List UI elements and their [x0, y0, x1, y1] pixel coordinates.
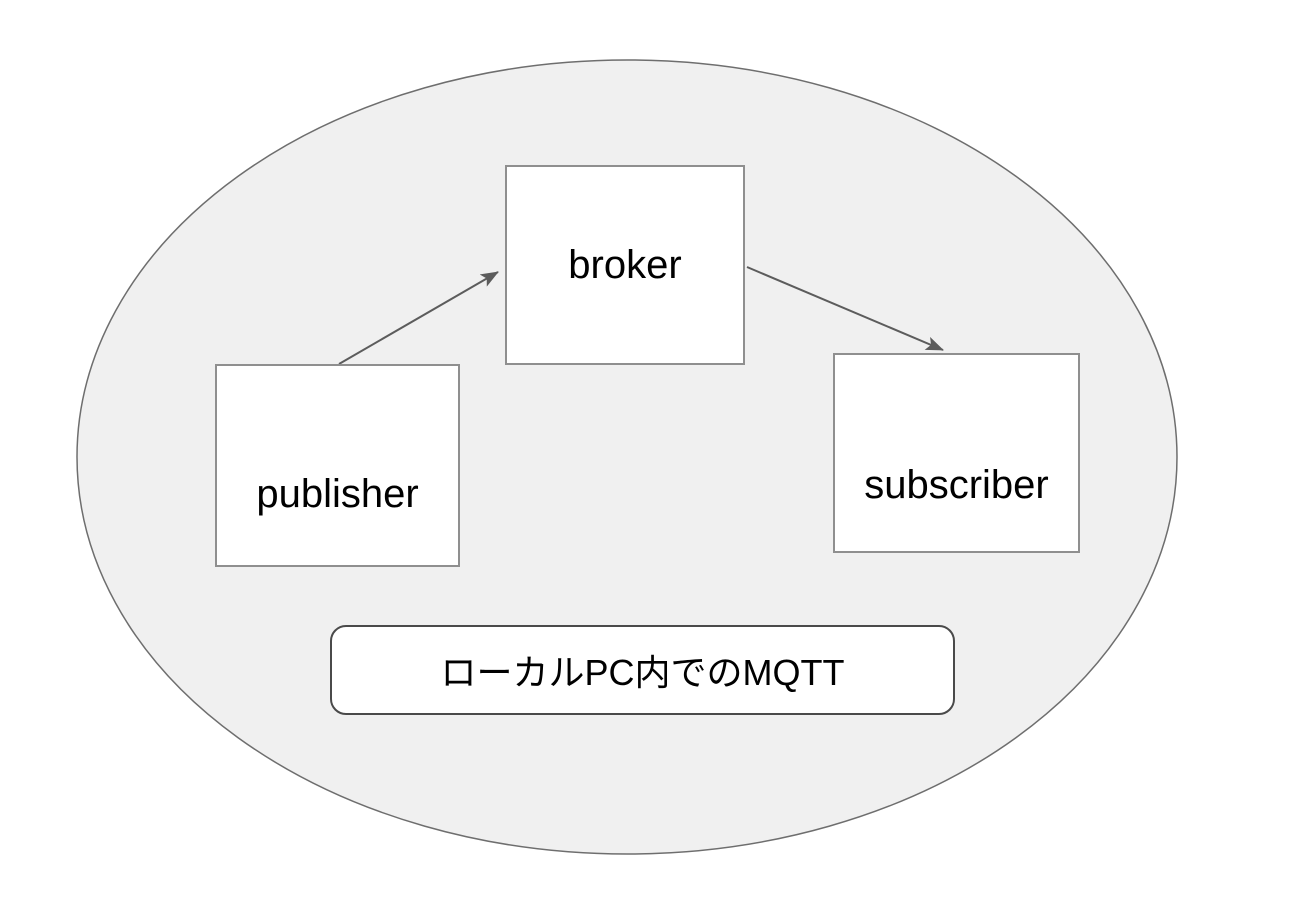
- node-subscriber: subscriber: [833, 353, 1080, 553]
- publisher-to-broker-arrow: [338, 271, 499, 365]
- caption-box: ローカルPC内でのMQTT: [330, 625, 955, 715]
- node-broker: broker: [505, 165, 745, 365]
- node-publisher: publisher: [215, 364, 460, 567]
- caption-label: ローカルPC内でのMQTT: [440, 652, 845, 693]
- node-subscriber-label: subscriber: [864, 463, 1049, 507]
- node-publisher-label: publisher: [256, 472, 419, 516]
- broker-to-subscriber-arrow: [746, 266, 944, 351]
- node-broker-label: broker: [568, 243, 682, 287]
